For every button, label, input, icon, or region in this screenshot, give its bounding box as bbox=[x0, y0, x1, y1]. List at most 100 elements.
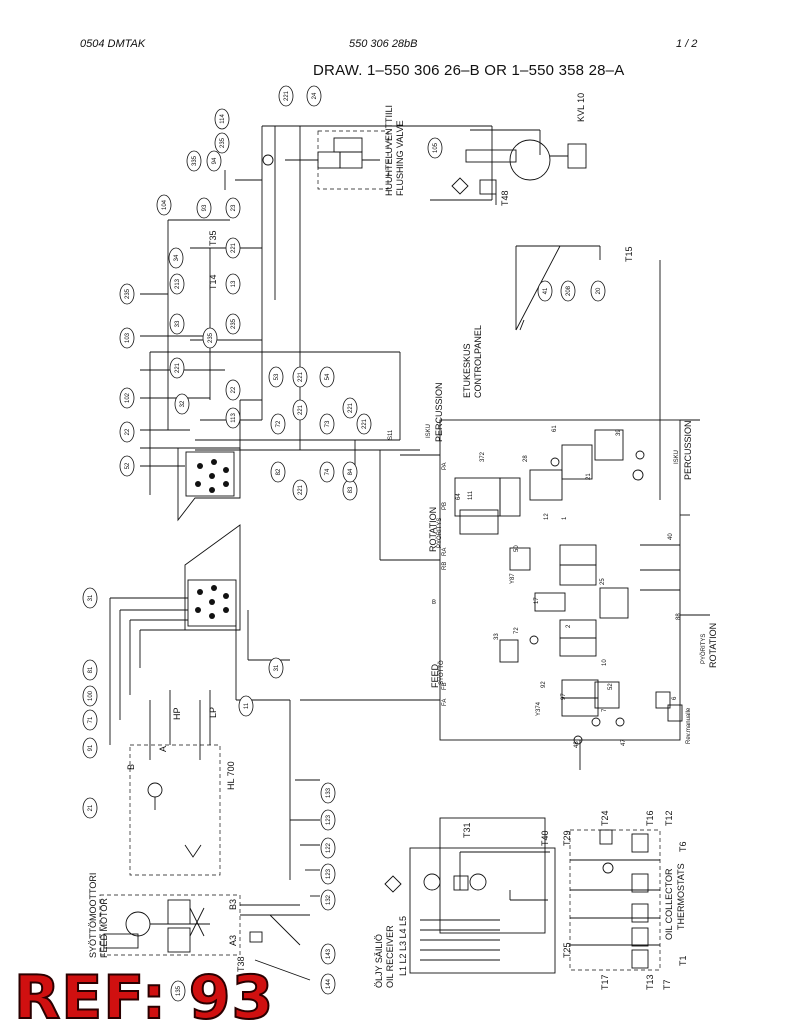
hose-marker: 83 bbox=[342, 479, 358, 501]
hose-marker-label: 105 bbox=[433, 142, 439, 153]
hose-marker: 22 bbox=[119, 421, 135, 443]
label-t35: T35 bbox=[208, 230, 218, 246]
top-hose-trunk bbox=[140, 125, 492, 495]
hose-marker-circle bbox=[342, 397, 358, 419]
hose-marker-circle bbox=[82, 737, 98, 759]
hose-marker-label: 83 bbox=[348, 486, 354, 493]
hose-marker: 73 bbox=[319, 413, 335, 435]
valve-number-label: 372 bbox=[480, 451, 486, 462]
hose-marker-label: 235 bbox=[231, 318, 237, 329]
feed-motor bbox=[99, 894, 263, 956]
hose-marker: 13 bbox=[225, 273, 241, 295]
hose-marker-label: 123 bbox=[326, 868, 332, 879]
hose-marker-circle bbox=[270, 461, 286, 483]
hose-marker: 335 bbox=[186, 150, 202, 172]
label-hl700: HL 700 bbox=[226, 761, 236, 790]
hose-marker: 21 bbox=[82, 797, 98, 819]
hose-marker: 221 bbox=[356, 413, 372, 435]
label-feed-fi: SYÖTTÖ bbox=[438, 660, 445, 685]
valve-number-label: 21 bbox=[586, 473, 592, 480]
hose-marker-label: 122 bbox=[326, 842, 332, 853]
hose-marker-circle bbox=[278, 85, 294, 107]
hose-marker-circle bbox=[169, 357, 185, 379]
hose-marker-circle bbox=[170, 980, 186, 1002]
hose-marker-circle bbox=[225, 237, 241, 259]
hose-marker-circle bbox=[82, 587, 98, 609]
hose-marker: 20 bbox=[590, 280, 606, 302]
hose-marker-circle bbox=[292, 399, 308, 421]
hose-marker-circle bbox=[320, 889, 336, 911]
label-rotation-en: ROTATION bbox=[708, 623, 718, 668]
hose-marker-circle bbox=[320, 809, 336, 831]
hose-marker-circle bbox=[119, 327, 135, 349]
hose-marker-circle bbox=[319, 366, 335, 388]
hose-marker: 213 bbox=[169, 273, 185, 295]
hose-marker-label: 24 bbox=[312, 92, 318, 99]
hose-marker: 114 bbox=[214, 108, 230, 130]
hose-marker-label: 82 bbox=[276, 468, 282, 475]
label-t31: T31 bbox=[462, 822, 472, 838]
hose-marker: 123 bbox=[320, 809, 336, 831]
label-oil-receiver-en: OIL RECEIVER bbox=[385, 925, 395, 988]
valve-number-label: 47 bbox=[621, 739, 627, 746]
label-t15: T15 bbox=[624, 246, 634, 262]
valve-number-label: 40 bbox=[668, 533, 674, 540]
hose-marker-label: 72 bbox=[276, 420, 282, 427]
hose-marker-label: 135 bbox=[176, 985, 182, 996]
hose-marker-circle bbox=[560, 280, 576, 302]
hose-marker-circle bbox=[320, 837, 336, 859]
hose-marker-label: 31 bbox=[274, 664, 280, 671]
valve-number-label: 10 bbox=[602, 659, 608, 666]
hose-marker-label: 221 bbox=[298, 404, 304, 415]
hose-marker-label: 221 bbox=[284, 90, 290, 101]
label-rotation-left-fi: PYÖRITYS bbox=[436, 518, 443, 548]
hose-marker: 100 bbox=[82, 685, 98, 707]
hose-marker-label: 213 bbox=[175, 278, 181, 289]
hose-marker: 133 bbox=[320, 782, 336, 804]
hose-marker: 52 bbox=[119, 455, 135, 477]
hose-marker-label: 32 bbox=[180, 400, 186, 407]
hose-marker-label: 133 bbox=[326, 787, 332, 798]
hose-marker-label: 21 bbox=[88, 804, 94, 811]
hose-marker-circle bbox=[225, 313, 241, 335]
hose-marker: 221 bbox=[278, 85, 294, 107]
label-t1: T1 bbox=[678, 955, 688, 966]
hose-marker: 113 bbox=[225, 407, 241, 429]
label-t7: T7 bbox=[662, 979, 672, 990]
hose-marker: 91 bbox=[82, 737, 98, 759]
label-pa: PA bbox=[442, 462, 448, 470]
hose-marker-circle bbox=[82, 797, 98, 819]
hose-marker: 235 bbox=[214, 132, 230, 154]
hose-marker-circle bbox=[119, 455, 135, 477]
hose-marker: 221 bbox=[169, 357, 185, 379]
label-a3: A3 bbox=[228, 935, 238, 946]
hose-marker: 144 bbox=[320, 973, 336, 995]
label-ra: RA bbox=[442, 548, 448, 556]
hose-marker-label: 81 bbox=[88, 666, 94, 673]
hose-marker-label: 13 bbox=[231, 280, 237, 287]
hose-marker-circle bbox=[82, 659, 98, 681]
valve-number-label: 7 bbox=[602, 708, 608, 712]
hose-marker-label: 41 bbox=[543, 287, 549, 294]
hose-marker-label: 221 bbox=[298, 484, 304, 495]
lower-connector-block bbox=[109, 524, 291, 880]
hose-marker-label: 20 bbox=[596, 287, 602, 294]
hose-marker-label: 144 bbox=[326, 978, 332, 989]
label-oil-collector: OIL COLLECTOR bbox=[664, 868, 674, 940]
hose-marker-circle bbox=[196, 197, 212, 219]
valve-number-label: 64 bbox=[456, 493, 462, 500]
valve-number-label: 39 bbox=[616, 429, 622, 436]
hose-marker-label: 235 bbox=[125, 288, 131, 299]
label-pb: PB bbox=[442, 502, 448, 510]
hose-marker: 104 bbox=[156, 194, 172, 216]
hose-marker-circle bbox=[306, 85, 322, 107]
hose-marker: 94 bbox=[206, 150, 222, 172]
hose-marker-label: 53 bbox=[274, 373, 280, 380]
hose-marker-circle bbox=[537, 280, 553, 302]
label-feed-motor-fi: SYÖTTÖMOOTTORI bbox=[88, 873, 98, 958]
hose-marker: 24 bbox=[306, 85, 322, 107]
label-t24: T24 bbox=[600, 810, 610, 826]
hose-marker-circle bbox=[174, 393, 190, 415]
hose-marker-circle bbox=[168, 247, 184, 269]
